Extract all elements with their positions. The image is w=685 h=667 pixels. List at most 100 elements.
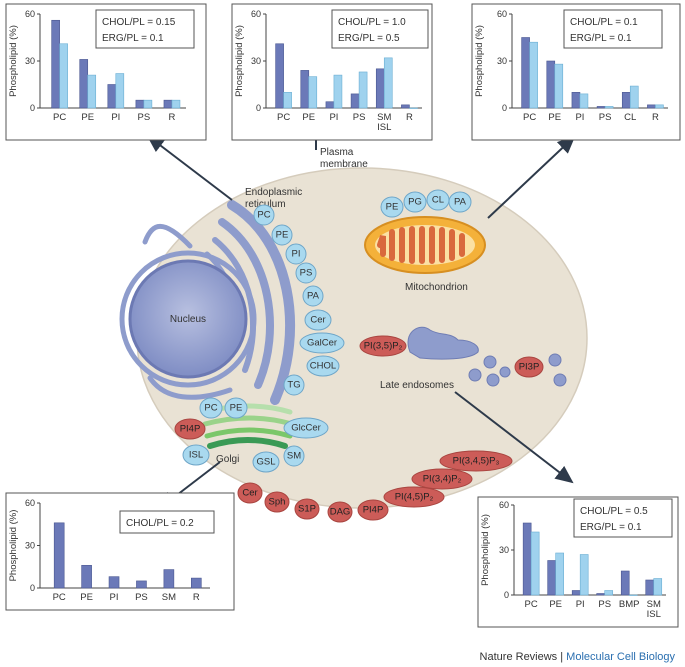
er-lipid-tg: TG: [283, 374, 305, 396]
y-tick-label: 0: [504, 590, 509, 600]
golgi-lipid-isl-text: ISL: [189, 450, 203, 461]
pm-lipid-2-text: S1P: [298, 504, 316, 515]
bar-pi-s0: [571, 590, 581, 596]
pm-lipid-0: Cer: [237, 482, 263, 504]
endosome-lipid-pi35p2-text: PI(3,5)P₂: [364, 341, 403, 352]
ratio-text: ERG/PL = 0.1: [102, 33, 164, 44]
x-tick-label: SM: [647, 599, 661, 610]
bar-pc-s0: [53, 522, 65, 589]
bar-pc-s1: [530, 531, 540, 596]
golgi-lipid-pe: PE: [224, 397, 248, 419]
bar-r-s1: [171, 99, 181, 109]
endosome-lipid-pi35p2: PI(3,5)P₂: [359, 335, 407, 357]
x-tick-label: PI: [575, 112, 584, 123]
bar-pi-s0: [571, 92, 581, 109]
bar-pe-s1: [308, 76, 318, 109]
bar-sm-isl-s1: [653, 578, 663, 596]
mito-lipid-pe-text: PE: [386, 202, 399, 213]
bar-ps-s1: [604, 590, 614, 596]
x-tick-label: SM: [162, 592, 176, 603]
late-endosomes-label: Late endosomes: [380, 380, 454, 391]
mito-lipid-pg-text: PG: [408, 197, 422, 208]
x-tick-label: ISL: [647, 609, 661, 620]
y-tick-label: 30: [497, 56, 507, 66]
ratio-box: [95, 9, 195, 49]
x-tick-label: PS: [353, 112, 366, 123]
bar-pc-s0: [521, 37, 530, 109]
bar-r-s1: [655, 104, 664, 109]
y-tick-label: 30: [25, 56, 35, 66]
bar-pe-s1: [87, 74, 97, 109]
bar-pc-s1: [283, 92, 292, 109]
nuclear-envelope: [119, 250, 257, 388]
y-tick-label: 60: [25, 498, 35, 508]
x-tick-label: PE: [302, 112, 315, 123]
er-lipid-ps: PS: [295, 262, 317, 284]
golgi-lipid-sm-text: SM: [287, 451, 301, 462]
arrow-er: [146, 134, 233, 201]
bar-pi-s1: [579, 93, 589, 109]
late-endosome: [407, 326, 567, 387]
er-lipid-pc-text: PC: [257, 210, 270, 221]
bar-pi-s1: [333, 74, 343, 109]
er-lipid-ps-text: PS: [300, 268, 313, 279]
ratio-box: [119, 510, 215, 534]
ratio-text: CHOL/PL = 1.0: [338, 17, 406, 28]
golgi-lipid-glccer-text: GlcCer: [291, 423, 321, 434]
er-label-line2: reticulum: [245, 199, 286, 210]
bar-pi-s1: [115, 73, 125, 109]
x-tick-label: PE: [80, 592, 93, 603]
pm-lipid-0-text: Cer: [242, 488, 257, 499]
pm-lipid-5: PI(4,5)P₂: [383, 486, 445, 508]
bar-bmp-s1: [628, 594, 638, 596]
x-tick-label: PI: [110, 592, 119, 603]
er-lipid-chol: CHOL: [306, 355, 340, 377]
pm-lipid-4-text: PI4P: [363, 505, 384, 516]
x-tick-label: CL: [624, 112, 636, 123]
pm-lipid-6-text: PI(3,4)P₂: [423, 474, 462, 485]
bar-ps-s0: [350, 93, 360, 109]
y-tick-label: 0: [256, 103, 261, 113]
golgi-lipid-gsl: GSL: [252, 451, 280, 473]
golgi-lipid-gsl-text: GSL: [256, 457, 275, 468]
bar-pc-s1: [59, 43, 68, 109]
ratio-box: [573, 498, 673, 538]
pm-label-line1: Plasma: [320, 147, 354, 158]
y-tick-label: 30: [251, 56, 261, 66]
mitochondrion: [364, 216, 486, 274]
bar-r-s0: [647, 104, 656, 109]
y-tick-label: 30: [25, 541, 35, 551]
bar-cl-s1: [629, 85, 639, 109]
x-tick-label: BMP: [619, 599, 640, 610]
x-tick-label: PE: [548, 112, 561, 123]
plasma-membrane-label: Plasma membrane: [320, 147, 368, 170]
ratio-text: ERG/PL = 0.5: [338, 33, 400, 44]
x-tick-label: PS: [599, 112, 612, 123]
y-tick-label: 0: [30, 103, 35, 113]
er-lipid-cer-text: Cer: [310, 315, 325, 326]
bar-cl-s0: [621, 92, 631, 109]
x-tick-label: PE: [549, 599, 562, 610]
ratio-text: ERG/PL = 0.1: [570, 33, 632, 44]
bar-ps-s0: [596, 593, 606, 596]
credit-line: Nature Reviews | Molecular Cell Biology: [480, 651, 675, 663]
bar-pi-s0: [107, 84, 117, 109]
golgi-lipid-pi4p-text: PI4P: [180, 424, 201, 435]
x-tick-label: PE: [81, 112, 94, 123]
pm-lipid-4: PI4P: [357, 499, 389, 521]
pm-lipid-1: Sph: [264, 491, 290, 513]
bar-pc-s0: [275, 43, 284, 109]
golgi-lipid-pc: PC: [199, 397, 223, 419]
bar-pe-s1: [554, 63, 564, 109]
y-axis-label: Phospholipid (%): [474, 25, 485, 97]
er-lipid-pa: PA: [302, 285, 324, 307]
bar-pi-s1: [579, 554, 589, 596]
endosome-lipid-pi3p-text: PI3P: [519, 362, 540, 373]
mito-lipid-pa: PA: [448, 191, 472, 213]
bar-pi-s0: [325, 101, 335, 109]
